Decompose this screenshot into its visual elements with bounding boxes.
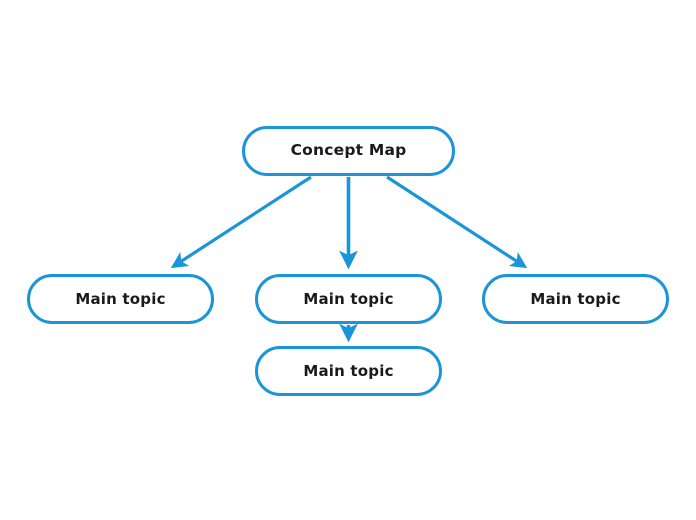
node-label: Main topic: [303, 361, 394, 380]
edge-root-to-right: [386, 175, 528, 269]
concept-node-right[interactable]: Main topic: [482, 274, 669, 324]
concept-node-bottom[interactable]: Main topic: [255, 346, 442, 396]
node-label: Concept Map: [290, 141, 407, 160]
concept-node-root[interactable]: Concept Map: [242, 126, 455, 176]
concept-node-left[interactable]: Main topic: [27, 274, 214, 324]
node-label: Main topic: [75, 289, 166, 308]
node-label: Main topic: [303, 289, 394, 308]
concept-node-middle[interactable]: Main topic: [255, 274, 442, 324]
edge-root-to-left: [170, 175, 312, 269]
node-label: Main topic: [530, 289, 621, 308]
